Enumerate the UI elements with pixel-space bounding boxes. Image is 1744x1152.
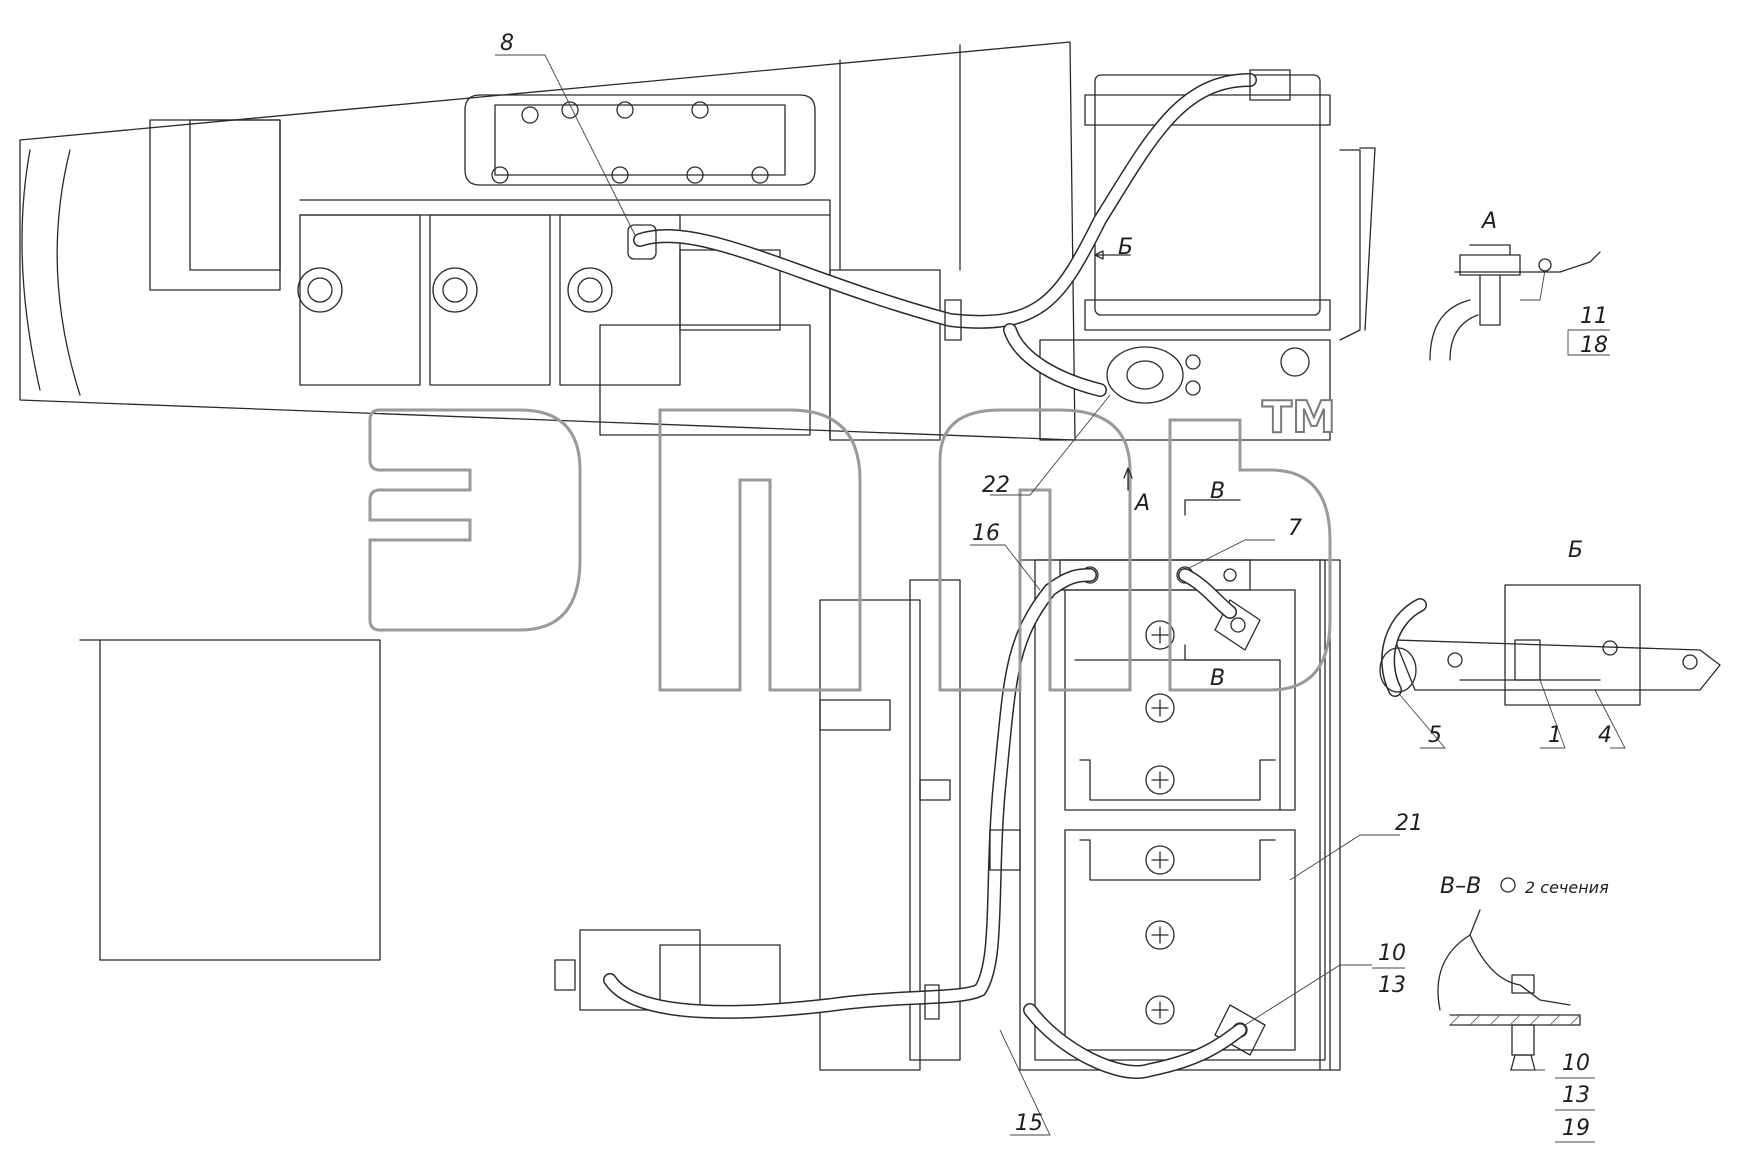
section-vv-title: В–В <box>1440 874 1481 899</box>
section-v-v <box>1437 909 1581 1071</box>
callout-1: 1 <box>1548 723 1562 748</box>
callout-13-main: 13 <box>1378 973 1406 998</box>
callout-10-section: 10 <box>1562 1051 1590 1076</box>
trademark-mark: TM <box>1262 392 1336 443</box>
callout-15: 15 <box>1015 1111 1043 1136</box>
callout-10-main: 10 <box>1378 941 1406 966</box>
callout-7: 7 <box>1288 516 1302 541</box>
arrow-b-label: Б <box>1118 235 1133 260</box>
watermark-logo: TM <box>368 391 1337 692</box>
callout-4: 4 <box>1598 723 1612 748</box>
view-a-title: А <box>1480 209 1497 234</box>
callout-21: 21 <box>1395 811 1423 836</box>
engine-block <box>19 41 1376 441</box>
callout-18: 18 <box>1580 333 1608 358</box>
arrow-a-label: А <box>1133 491 1150 516</box>
frame-rail <box>79 639 381 961</box>
callout-19: 19 <box>1562 1116 1590 1141</box>
sections-note: 2 сечения <box>1525 878 1609 897</box>
detail-b <box>1379 584 1721 706</box>
callout-11: 11 <box>1580 304 1608 329</box>
callout-13-section: 13 <box>1562 1083 1590 1108</box>
callout-5: 5 <box>1428 723 1442 748</box>
rotation-icon <box>1500 877 1516 893</box>
callout-16: 16 <box>972 521 1000 546</box>
leader-lines <box>495 54 1626 1136</box>
battery-box <box>1019 559 1341 1071</box>
cable-top <box>627 69 1291 397</box>
section-v-top-label: В <box>1210 479 1225 504</box>
callout-22: 22 <box>982 473 1010 498</box>
callout-8: 8 <box>500 31 514 56</box>
callout-labels: 8 22 16 7 21 10 13 15 А 11 18 Б 5 1 4 В–… <box>500 31 1612 1143</box>
section-v-bottom-label: В <box>1210 666 1225 691</box>
view-b-title: Б <box>1568 538 1583 563</box>
cable-bottom <box>603 568 1247 1079</box>
detail-a <box>1429 244 1601 361</box>
